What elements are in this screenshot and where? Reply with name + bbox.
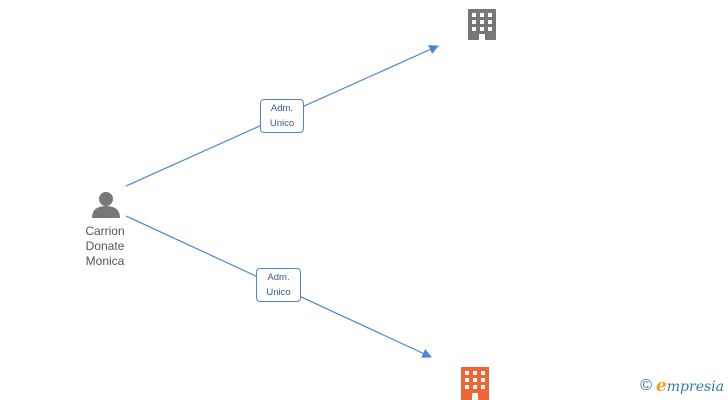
empresia-logo: empresia bbox=[656, 376, 724, 396]
building-icon[interactable] bbox=[461, 367, 489, 400]
copyright-icon: © bbox=[640, 377, 652, 394]
person-name[interactable]: Carrion Donate Monica bbox=[64, 224, 146, 269]
edge-label-line: Unico bbox=[269, 118, 295, 129]
empresia-watermark: © empresia bbox=[640, 376, 724, 396]
edge-label-role: Adm. Unico bbox=[256, 268, 301, 302]
edge-label-line: Adm. bbox=[270, 103, 294, 114]
brand-rest: mpresia bbox=[666, 379, 724, 395]
person-name-line: Monica bbox=[85, 254, 125, 268]
brand-initial: e bbox=[655, 376, 667, 396]
person-name-line: Carrion bbox=[85, 224, 125, 238]
edge-label-line: Adm. bbox=[267, 272, 290, 283]
building-icon[interactable] bbox=[468, 9, 496, 40]
person-icon[interactable] bbox=[92, 192, 120, 218]
edge-label-role: Adm. Unico bbox=[260, 99, 304, 133]
edge-label-line: Unico bbox=[266, 287, 291, 298]
person-name-line: Donate bbox=[85, 239, 125, 253]
